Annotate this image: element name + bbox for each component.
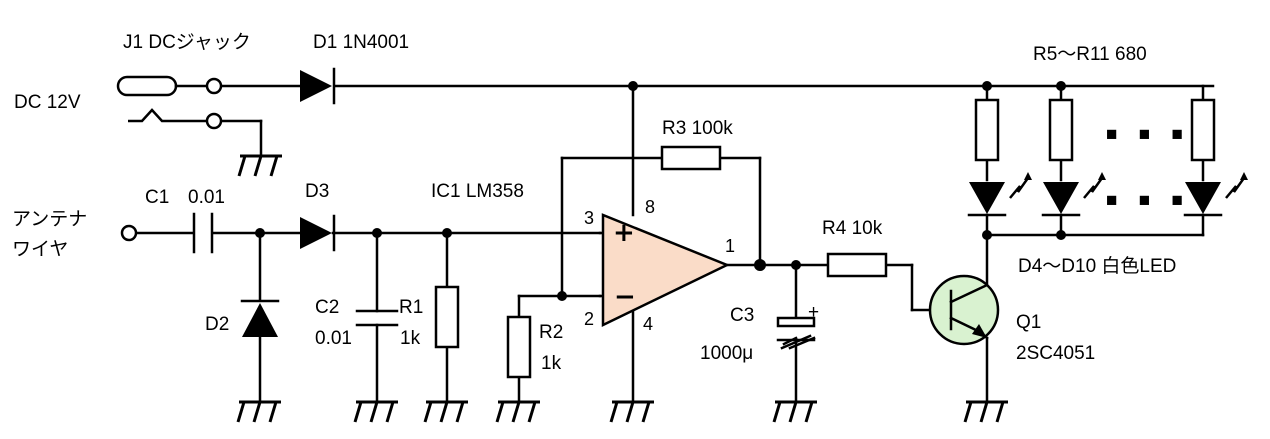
wires <box>136 84 1215 404</box>
resistor-r4 <box>826 252 888 278</box>
resistor-r3 <box>660 145 722 171</box>
ground-icon <box>353 400 398 423</box>
label-dc12v: DC 12V <box>14 92 81 113</box>
ground-icon <box>963 400 1008 423</box>
label-leds: D4～D10 白色LED <box>1018 255 1176 277</box>
ground-icon <box>423 400 468 423</box>
junctions <box>255 81 1066 301</box>
led-d5 <box>1041 172 1106 217</box>
junction-dot <box>1056 81 1066 91</box>
label-r3: R3 100k <box>662 118 733 139</box>
label-c1: C1 <box>145 187 169 208</box>
label-r2: R2 <box>539 322 563 343</box>
label-antenna-line2: ワイヤ <box>12 239 68 260</box>
diode-d3 <box>300 214 336 252</box>
led-d10 <box>1183 172 1248 217</box>
label-d2: D2 <box>205 314 229 335</box>
capacitor-c2 <box>355 309 399 327</box>
noninverting-plus-sign: + <box>613 218 635 248</box>
diode-d2 <box>240 299 280 337</box>
label-c1-value: 0.01 <box>188 187 225 208</box>
junction-dot <box>982 81 992 91</box>
capacitor-c3 <box>776 316 816 350</box>
ground-icon <box>609 400 654 423</box>
junction-dot <box>791 260 801 270</box>
antenna-terminal <box>120 224 138 242</box>
pin-8-label: 8 <box>645 197 655 217</box>
ellipsis-resistors: ■ ■ ■ <box>1106 124 1191 145</box>
diode-d1 <box>300 67 336 105</box>
label-antenna-line1: アンテナ <box>12 209 87 230</box>
capacitor-c1 <box>192 212 214 254</box>
pin-4-label: 4 <box>643 314 653 334</box>
pin-3-label: 3 <box>584 208 594 228</box>
label-c3: C3 <box>730 305 754 326</box>
label-c3-value: 1000μ <box>700 343 753 364</box>
c3-polarity-plus: + <box>808 302 819 323</box>
junction-dot <box>557 291 567 301</box>
label-d1: D1 1N4001 <box>313 32 409 53</box>
label-q1: Q1 <box>1016 312 1041 333</box>
opamp-ic1 <box>598 213 731 327</box>
label-d3: D3 <box>305 181 329 202</box>
opamp-pin-labels: 3 8 1 2 4 + − <box>584 197 735 334</box>
junction-dot <box>982 230 992 240</box>
junction-dot <box>372 228 382 238</box>
ground-icon <box>772 400 817 423</box>
pin-1-label: 1 <box>725 236 735 256</box>
resistor-r2 <box>506 315 532 379</box>
label-r5-r11: R5～R11 680 <box>1033 44 1147 65</box>
label-r1-value: 1k <box>400 328 421 349</box>
ellipsis-leds: ■ ■ ■ <box>1106 190 1191 211</box>
label-c2-value: 0.01 <box>315 328 352 349</box>
ground-icon <box>237 154 282 177</box>
junction-dot <box>1056 230 1066 240</box>
label-j1: J1 DCジャック <box>123 31 251 53</box>
resistor-r5 <box>974 98 1000 162</box>
label-c2: C2 <box>315 297 339 318</box>
resistor-r1 <box>434 285 460 349</box>
transistor-q1 <box>928 274 1000 346</box>
label-ic1: IC1 LM358 <box>431 181 524 202</box>
label-r1: R1 <box>399 297 423 318</box>
junction-dot <box>442 228 452 238</box>
resistor-r11 <box>1190 98 1216 162</box>
ground-icon <box>236 400 281 423</box>
junction-dot <box>754 259 766 271</box>
led-d4 <box>967 172 1032 217</box>
junction-dot <box>628 81 638 91</box>
inverting-minus-sign: − <box>614 282 636 312</box>
resistor-r6 <box>1048 98 1074 162</box>
labels: J1 DCジャック D1 1N4001 DC 12V R5～R11 680 R3… <box>12 31 1191 374</box>
junction-dot <box>255 228 265 238</box>
label-r2-value: 1k <box>541 353 562 374</box>
pin-2-label: 2 <box>584 309 594 329</box>
ground-symbols <box>236 154 1008 423</box>
label-q1-part: 2SC4051 <box>1016 343 1095 364</box>
ground-icon <box>495 400 540 423</box>
label-r4: R4 10k <box>822 218 883 239</box>
dc-jack <box>116 75 223 130</box>
